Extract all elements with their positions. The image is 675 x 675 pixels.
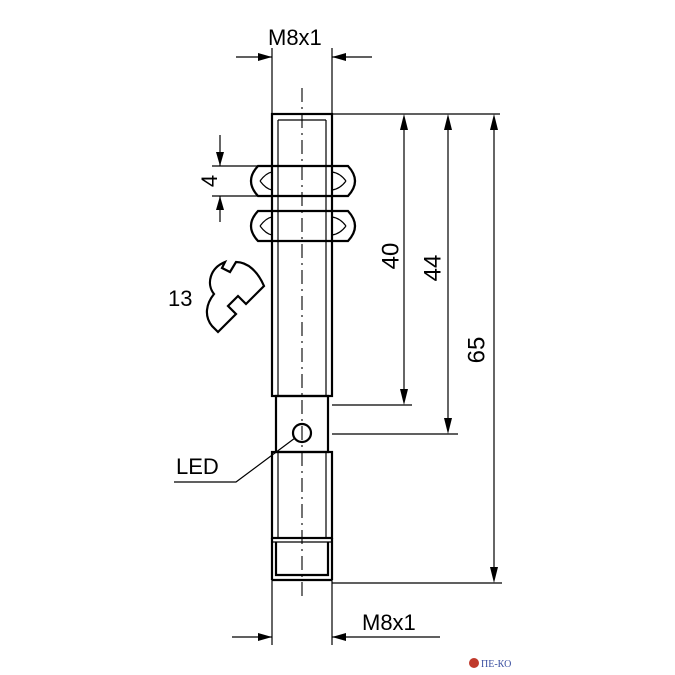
nut-upper-chamfer bbox=[259, 171, 347, 191]
led-leader-line bbox=[174, 437, 296, 483]
arrow-nut-top bbox=[216, 152, 224, 166]
length-44-label: 44 bbox=[419, 255, 446, 282]
arrow-65-top bbox=[490, 114, 498, 130]
arrow-40-top bbox=[400, 114, 408, 130]
dimension-thread-bottom: M8x1 bbox=[232, 580, 440, 645]
thread-top-label: M8x1 bbox=[268, 25, 322, 50]
nuts bbox=[249, 164, 357, 243]
dimension-length-65: 65 bbox=[332, 114, 502, 584]
logo-mark-icon bbox=[469, 658, 479, 668]
arrow-top-left bbox=[258, 53, 272, 61]
arrow-44-bottom bbox=[444, 418, 452, 434]
nut-lower-chamfer bbox=[259, 216, 347, 236]
arrow-40-bottom bbox=[400, 389, 408, 405]
dimension-thread-top: M8x1 bbox=[236, 25, 372, 114]
length-40-label: 40 bbox=[377, 243, 404, 270]
arrow-nut-bottom bbox=[216, 196, 224, 210]
arrow-top-right bbox=[332, 53, 346, 61]
thread-bottom-label: M8x1 bbox=[362, 610, 416, 635]
dimension-length-40: 40 bbox=[332, 113, 500, 406]
arrow-bottom-left bbox=[258, 633, 272, 641]
arrow-bottom-right bbox=[332, 633, 346, 641]
arrow-65-bottom bbox=[490, 567, 498, 583]
nut-lower bbox=[249, 209, 357, 243]
wrench-icon bbox=[205, 259, 266, 334]
led-window bbox=[291, 422, 313, 444]
wrench-size: 13 bbox=[168, 259, 266, 334]
connector-body bbox=[270, 538, 334, 582]
watermark-text: ПЕ-КО bbox=[481, 659, 511, 670]
wrench-size-label: 13 bbox=[168, 286, 192, 311]
dimension-nut-height: 4 bbox=[197, 135, 258, 222]
length-65-label: 65 bbox=[463, 337, 490, 364]
led-callout: LED bbox=[174, 437, 296, 483]
arrow-44-top bbox=[444, 114, 452, 130]
nut-upper bbox=[249, 164, 357, 198]
led-label: LED bbox=[176, 454, 219, 479]
nut-height-label: 4 bbox=[197, 175, 222, 187]
sensor-body bbox=[270, 88, 334, 600]
dimension-length-44: 44 bbox=[332, 114, 458, 435]
watermark-logo: ПЕ-КО bbox=[469, 658, 511, 670]
